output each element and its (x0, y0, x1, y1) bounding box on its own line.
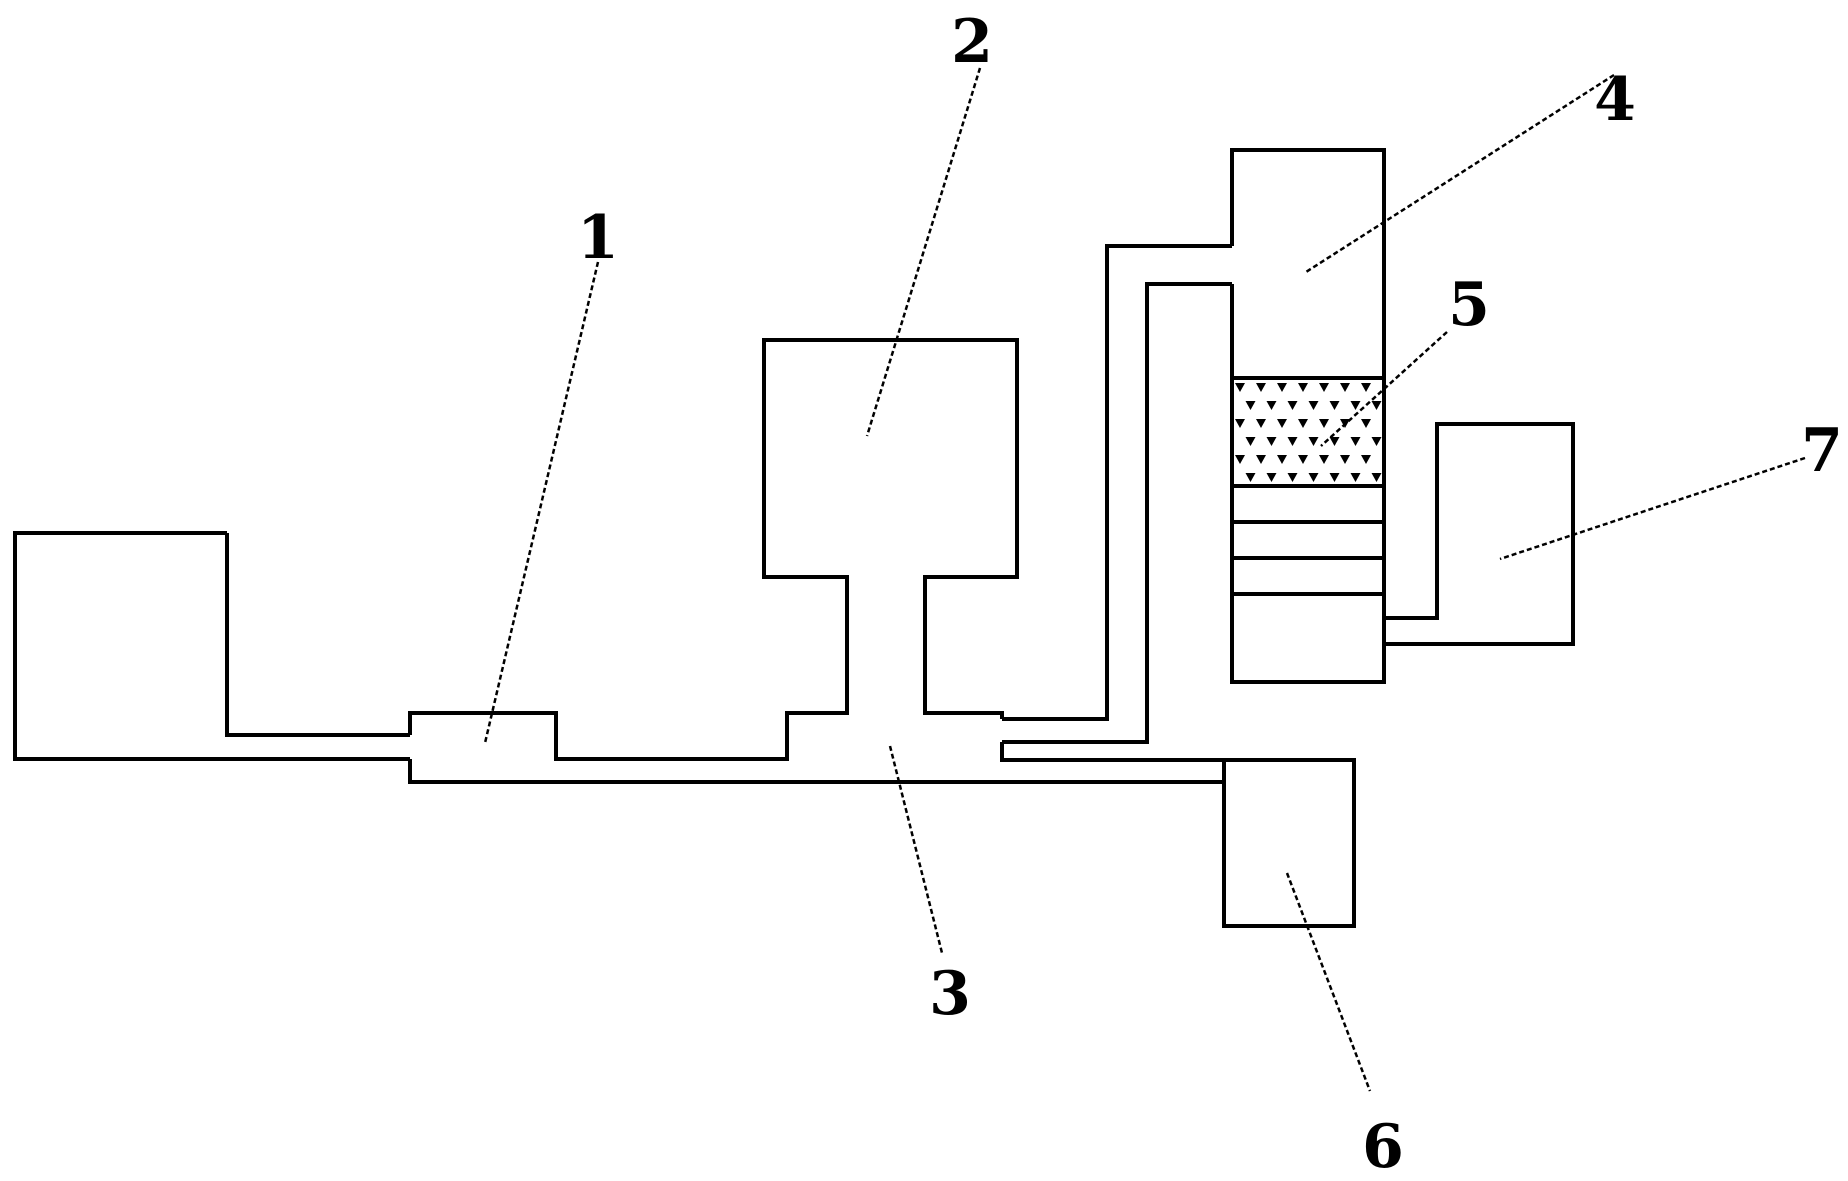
leader-line-7 (1499, 456, 1806, 561)
packing-particle (1361, 383, 1371, 392)
packing-particle (1371, 401, 1382, 410)
leader-line-5 (1320, 331, 1448, 447)
packing-particle (1298, 383, 1308, 392)
packing-particle (1245, 437, 1256, 446)
left-tank-outlet-pipe (225, 533, 410, 737)
packing-particle (1256, 419, 1266, 428)
packing-particle (1298, 419, 1308, 428)
packing-particle (1277, 383, 1287, 392)
packing-particle (1308, 473, 1319, 482)
packing-particle (1266, 437, 1277, 446)
packing-particle (1329, 437, 1340, 446)
left-tank (13, 531, 410, 761)
label-3: 3 (929, 959, 971, 1029)
label-7: 7 (1801, 416, 1843, 486)
packing-particle (1319, 419, 1329, 428)
packing-particle (1361, 455, 1371, 464)
packing-particle (1371, 473, 1382, 482)
packing-particle (1350, 473, 1361, 482)
leader-line-1 (483, 261, 600, 744)
packing-particle (1256, 383, 1266, 392)
packing-5 (1235, 383, 1382, 482)
packing-particle (1319, 455, 1329, 464)
packing-particle (1287, 401, 1298, 410)
leader-line-3 (888, 745, 944, 954)
packing-particle (1319, 383, 1329, 392)
pipe-to-tank-6 (1000, 742, 1224, 762)
packing-particle (1329, 473, 1340, 482)
packing-particle (1340, 383, 1350, 392)
packing-particle (1361, 419, 1371, 428)
packing-particle (1287, 437, 1298, 446)
leader-line-4 (1305, 73, 1615, 274)
packing-particle (1266, 473, 1277, 482)
pipe-to-column-inner (1002, 282, 1232, 744)
packing-particle (1340, 455, 1350, 464)
label-6: 6 (1362, 1112, 1404, 1181)
packing-particle (1235, 419, 1245, 428)
packing-particle (1266, 401, 1277, 410)
label-5: 5 (1448, 270, 1490, 340)
label-1: 1 (577, 203, 619, 273)
packing-particle (1298, 455, 1308, 464)
component-1-connector (408, 338, 1019, 761)
packing-particle (1350, 401, 1361, 410)
packing-particle (1245, 401, 1256, 410)
packing-particle (1235, 455, 1245, 464)
packing-particle (1350, 437, 1361, 446)
packing-particle (1256, 455, 1266, 464)
packing-particle (1329, 401, 1340, 410)
packing-particle (1245, 473, 1256, 482)
packing-particle (1371, 437, 1382, 446)
tank-6 (1222, 758, 1356, 928)
component-1-lower-pipe (408, 759, 1224, 784)
leader-line-6 (1285, 872, 1372, 1092)
label-4: 4 (1594, 65, 1636, 135)
pipe-to-column-outer (1002, 244, 1232, 721)
label-2: 2 (951, 7, 993, 77)
tank-7 (1384, 422, 1575, 646)
packing-particle (1308, 401, 1319, 410)
packing-particle (1235, 383, 1245, 392)
packing-particle (1277, 419, 1287, 428)
column-4 (1230, 148, 1386, 684)
packing-particle (1287, 473, 1298, 482)
leader-line-2 (865, 67, 982, 437)
packing-particle (1277, 455, 1287, 464)
packing-particle (1308, 437, 1319, 446)
